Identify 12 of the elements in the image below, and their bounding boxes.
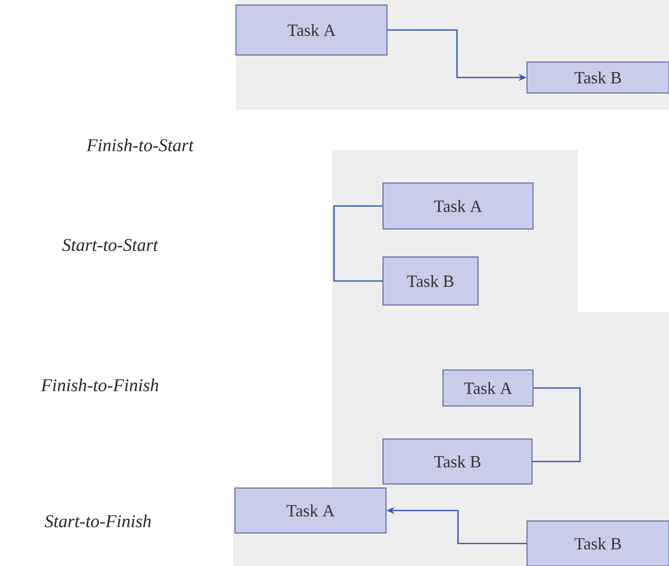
dependency-type-label: Finish-to-Start — [86, 138, 194, 152]
task-box: Task B — [526, 62, 669, 94]
task-box: Task B — [526, 520, 669, 566]
task-box: Task B — [382, 438, 532, 484]
task-box: Task A — [382, 182, 534, 230]
task-box: Task A — [234, 488, 386, 534]
task-box: Task A — [236, 4, 388, 56]
dependency-type-label: Start-to-Start — [62, 238, 158, 252]
task-box: Task A — [442, 370, 534, 406]
dependency-type-label: Start-to-Finish — [44, 514, 151, 528]
dependency-type-label: Finish-to-Finish — [40, 378, 158, 392]
task-box: Task B — [382, 256, 478, 306]
